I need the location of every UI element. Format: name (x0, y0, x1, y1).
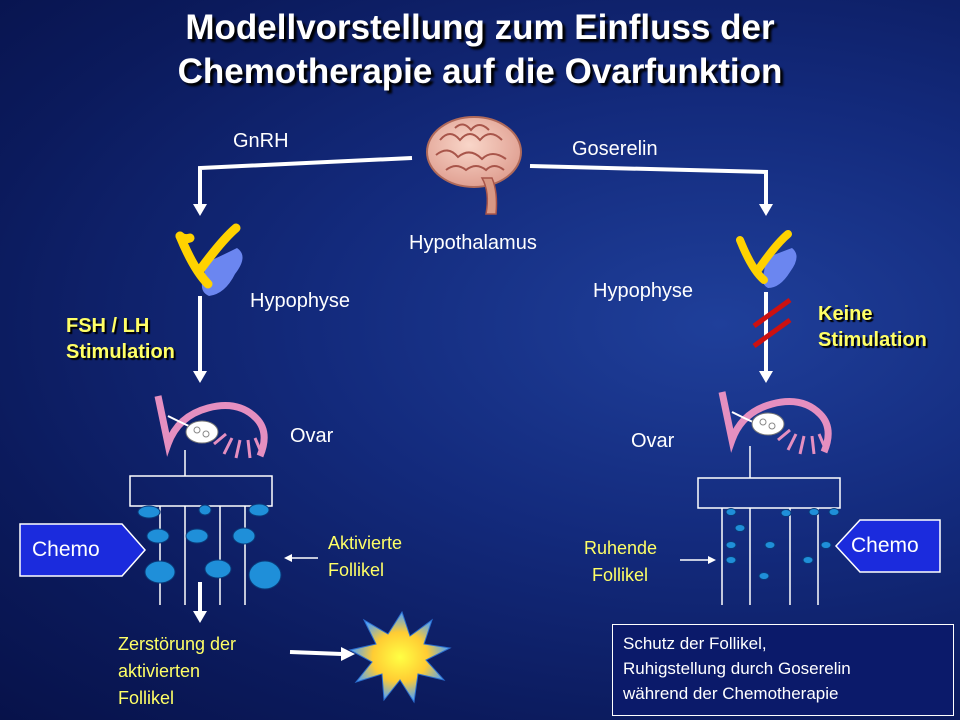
protection-box: Schutz der Follikel, Ruhigstellung durch… (612, 624, 954, 716)
no-stimulation-label: Keine Stimulation (818, 301, 927, 353)
destruction-down-arrow (193, 582, 207, 623)
ovar-right-label: Ovar (631, 430, 675, 452)
follicle-structure-left (129, 450, 273, 605)
chemo-right-label: Chemo (851, 534, 919, 557)
gnrh-arrow (193, 156, 413, 216)
protection-line-3: während der Chemotherapie (623, 684, 839, 703)
blocked-arrow-right (759, 292, 773, 383)
stimulation-arrow-left (193, 296, 207, 383)
resting-follicles (725, 508, 840, 580)
stimulation-line: Stimulation (66, 341, 175, 363)
activated-line: Aktivierte (328, 533, 403, 553)
destruction-label: Zerstörung der aktivierten Follikel (118, 631, 236, 712)
resting-line: Ruhende (584, 538, 658, 558)
chemo-left-label: Chemo (32, 538, 100, 561)
follicles-line: Follikel (592, 565, 649, 585)
goserelin-arrow (529, 164, 773, 216)
pituitary-icon (736, 230, 797, 288)
brain-icon (426, 116, 522, 215)
ovary-icon (154, 395, 268, 459)
ovar-left-label: Ovar (290, 425, 334, 447)
burst-icon (348, 610, 452, 704)
goserelin-label: Goserelin (572, 138, 658, 160)
pituitary-icon (175, 223, 243, 296)
follicle-structure-right (697, 446, 841, 605)
destruction-line-3: Follikel (118, 688, 175, 708)
keine-line: Keine (818, 303, 873, 325)
hypophyse-left-label: Hypophyse (250, 290, 351, 312)
block-mark-icon (752, 297, 792, 349)
destruction-line-2: aktivierten (118, 661, 201, 681)
destruction-right-arrow (289, 647, 355, 661)
hypothalamus-label: Hypothalamus (409, 232, 537, 254)
title-line-2: Chemotherapie auf die Ovarfunktion (177, 52, 783, 91)
activated-follicles (137, 503, 282, 590)
ovary-icon (718, 391, 832, 455)
fsh-lh-line: FSH / LH (66, 315, 150, 337)
hypophyse-right-label: Hypophyse (593, 280, 694, 302)
activated-follicles-label: Aktivierte Follikel (328, 530, 402, 584)
stimulation-line: Stimulation (818, 329, 927, 351)
resting-follicles-label: Ruhende Follikel (584, 535, 657, 589)
activated-follicles-pointer (284, 554, 318, 562)
protection-line-1: Schutz der Follikel, (623, 634, 767, 653)
destruction-line-1: Zerstörung der (118, 634, 237, 654)
gnrh-label: GnRH (233, 130, 289, 152)
resting-follicles-pointer (680, 556, 716, 564)
chemo-arrow-right-shape (834, 519, 941, 573)
title-line-1: Modellvorstellung zum Einfluss der (185, 8, 775, 47)
slide-title: Modellvorstellung zum Einfluss der Chemo… (0, 6, 960, 94)
protection-line-2: Ruhigstellung durch Goserelin (623, 659, 851, 678)
chemo-arrow-left-shape (19, 523, 147, 577)
follicles-line: Follikel (328, 560, 385, 580)
fsh-lh-stimulation-label: FSH / LH Stimulation (66, 313, 175, 365)
